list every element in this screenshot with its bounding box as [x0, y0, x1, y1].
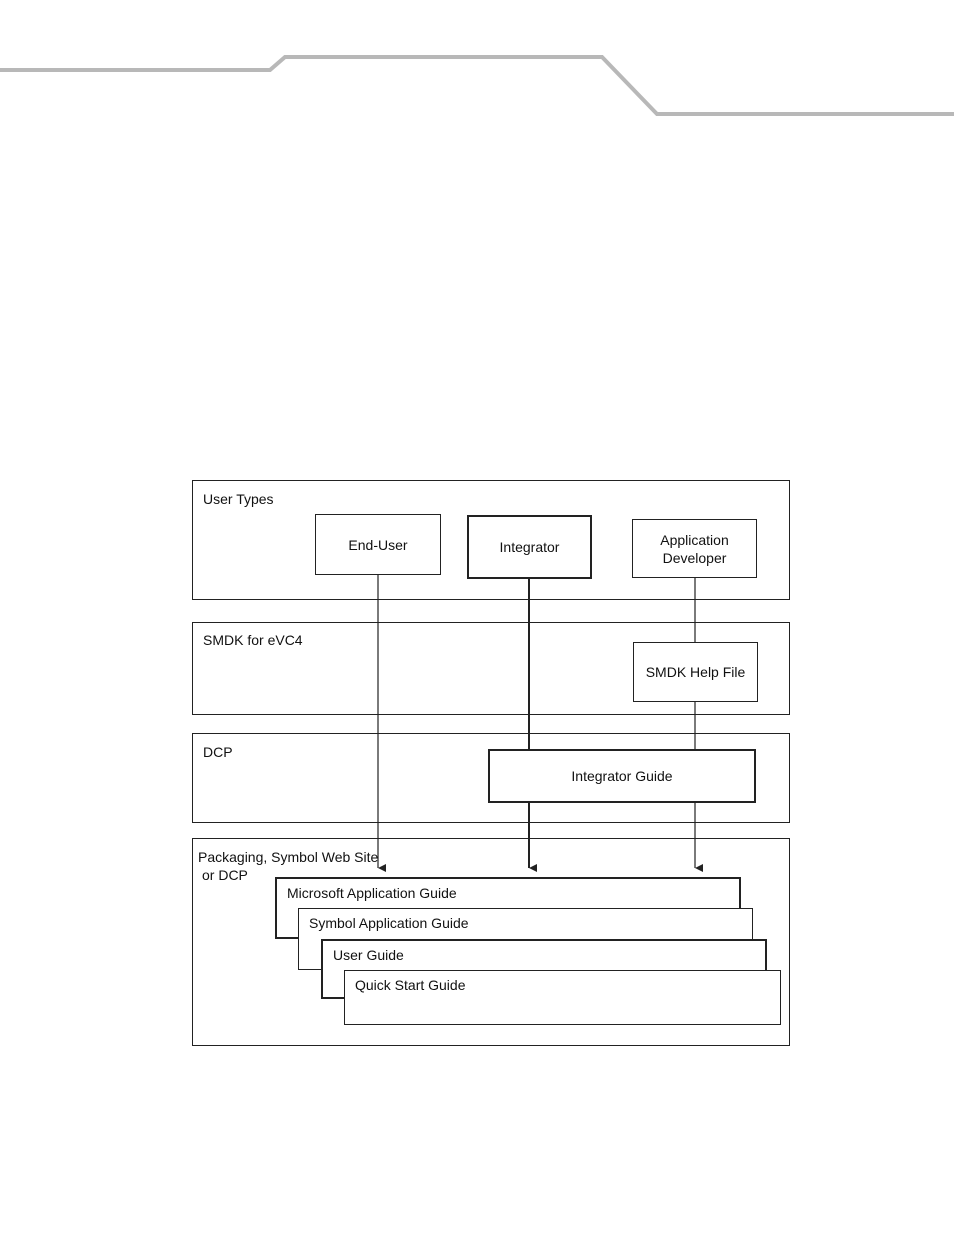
section-user-types-label: User Types [203, 490, 274, 508]
section-dcp-label: DCP [203, 743, 233, 761]
integrator-label: Integrator [500, 538, 560, 556]
document-quick-start-guide: Quick Start Guide [344, 970, 781, 1025]
integrator-guide-label: Integrator Guide [571, 767, 672, 785]
section-smdk-label: SMDK for eVC4 [203, 631, 303, 649]
integrator-guide-box: Integrator Guide [488, 749, 756, 803]
application-developer-label-line2: Developer [663, 549, 727, 567]
document-label: User Guide [333, 947, 404, 963]
section-packaging-label-line2: or DCP [202, 866, 248, 884]
document-label: Symbol Application Guide [309, 915, 469, 931]
integrator-box: Integrator [467, 515, 592, 579]
end-user-label: End-User [348, 536, 407, 554]
header-rule [0, 0, 954, 130]
smdk-help-file-box: SMDK Help File [633, 642, 758, 702]
document-label: Quick Start Guide [355, 977, 466, 993]
end-user-box: End-User [315, 514, 441, 575]
application-developer-box: Application Developer [632, 519, 757, 578]
document-label: Microsoft Application Guide [287, 885, 457, 901]
section-packaging-label-line1: Packaging, Symbol Web Site [198, 848, 378, 866]
smdk-help-file-label: SMDK Help File [646, 663, 746, 681]
application-developer-label-line1: Application [660, 531, 729, 549]
